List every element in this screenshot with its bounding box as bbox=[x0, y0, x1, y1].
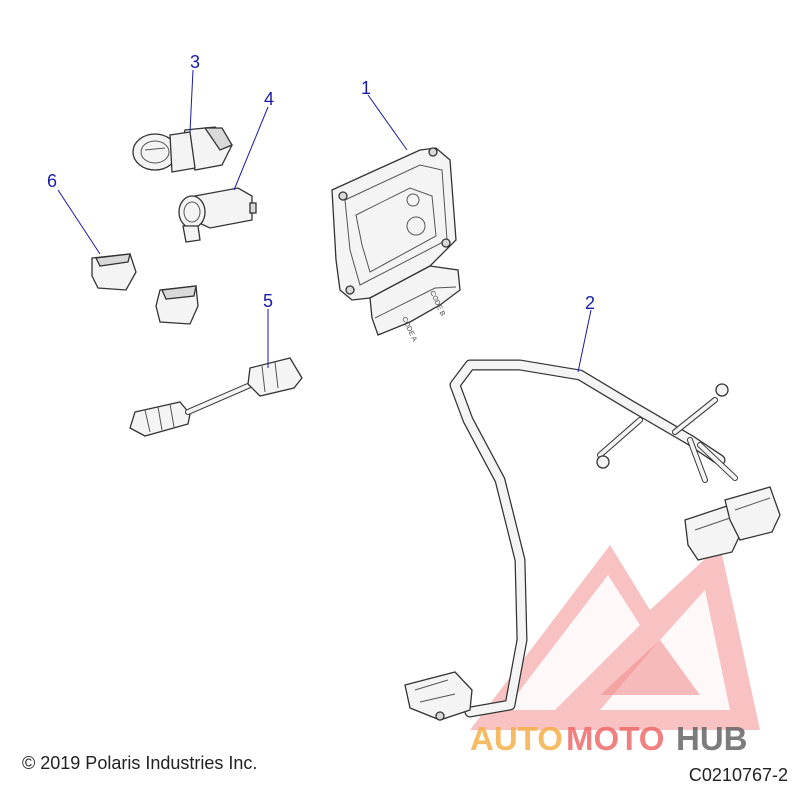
callout-5: 5 bbox=[263, 291, 273, 311]
power-outlet-part bbox=[178, 187, 257, 243]
callout-3: 3 bbox=[190, 52, 200, 72]
callout-1: 1 bbox=[361, 78, 371, 98]
leader-3 bbox=[189, 69, 194, 133]
copyright-text: © 2019 Polaris Industries Inc. bbox=[22, 753, 258, 773]
leader-6 bbox=[57, 189, 101, 255]
adapter-harness-part bbox=[129, 357, 303, 437]
watermark-text-auto: AUTO bbox=[470, 720, 563, 757]
watermark-text-hub: HUB bbox=[676, 720, 748, 757]
callout-2: 2 bbox=[585, 293, 595, 313]
watermark-text-moto: MOTO bbox=[566, 720, 664, 757]
figure-code: C0210767-2 bbox=[688, 765, 788, 785]
wire-harness-part bbox=[404, 359, 781, 721]
ecu-code-a-label: CODE A bbox=[400, 316, 418, 343]
watermark-text: AUTO MOTO HUB bbox=[470, 720, 748, 757]
leader-4 bbox=[233, 106, 269, 191]
switch-caps-part bbox=[91, 253, 199, 325]
leader-2 bbox=[577, 309, 592, 373]
callout-4: 4 bbox=[264, 89, 274, 109]
ignition-switch-part bbox=[132, 126, 233, 173]
ecu-part: CODE A CODE B bbox=[331, 147, 461, 343]
leader-1 bbox=[367, 94, 408, 151]
callout-leaders bbox=[57, 69, 592, 373]
callout-6: 6 bbox=[47, 171, 57, 191]
watermark-logo bbox=[470, 545, 760, 730]
